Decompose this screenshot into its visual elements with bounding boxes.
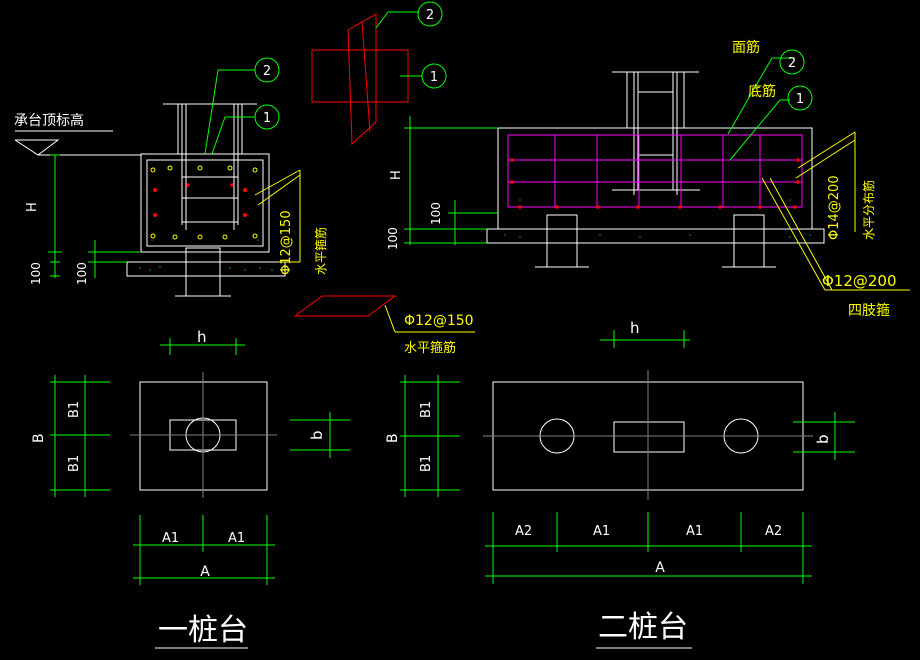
- double-plan-b1-top: B1: [419, 401, 434, 418]
- red-detail-callouts: [375, 1, 447, 89]
- distribution-rebar-label: 水平分布筋: [861, 180, 876, 240]
- face-rebar-label: 面筋: [732, 39, 760, 56]
- single-callout-1: 1: [263, 111, 271, 126]
- double-plan-dims: [400, 330, 855, 584]
- double-vertical-dims: [404, 116, 498, 245]
- double-pile-section: [486, 71, 825, 268]
- single-stirrup-label: 水平箍筋: [313, 227, 328, 275]
- single-callout-2: 2: [263, 64, 271, 79]
- pile-outline: [185, 247, 221, 297]
- four-leg-stirrup-label: 四肢箍: [848, 302, 890, 319]
- single-pile-section: [126, 103, 286, 297]
- double-plan-a: A: [655, 560, 665, 576]
- double-pile-right: [733, 214, 765, 268]
- double-pile-plan: [483, 370, 813, 500]
- single-pile-cap-title: 一桩台: [158, 613, 248, 648]
- double-callout-1: 1: [796, 92, 804, 107]
- double-rebar-dots: [510, 158, 800, 209]
- single-plan-b1-top: B1: [67, 401, 82, 418]
- double-plan-big-b: B: [385, 433, 401, 443]
- double-pile-hatch: [504, 199, 811, 238]
- single-stirrup-spec: Φ12@150: [279, 210, 294, 275]
- single-pile-hatch: [139, 239, 273, 271]
- double-h-label: H: [389, 170, 404, 180]
- double-plan-small-h: h: [630, 319, 640, 337]
- cap-top-elevation-label: 承台顶标高: [14, 112, 84, 129]
- double-plan-b1-bottom: B1: [419, 455, 434, 472]
- detail-stirrup-spec: Φ12@150: [404, 313, 474, 329]
- double-pile-left: [546, 214, 578, 268]
- double-plan-a2-right: A2: [765, 524, 782, 539]
- double-callout-2: 2: [788, 56, 796, 71]
- double-pile-cap-title: 二桩台: [598, 610, 688, 645]
- single-pile-plan: [130, 372, 277, 498]
- single-dim-100-a: 100: [29, 262, 43, 285]
- double-rebar-grid: [507, 134, 803, 208]
- single-plan-a1-right: A1: [228, 531, 245, 546]
- detail-callout-2: 2: [426, 8, 434, 23]
- single-plan-dims: [50, 338, 350, 585]
- single-plan-big-b: B: [31, 433, 47, 443]
- bottom-rebar-label: 底筋: [748, 83, 776, 100]
- single-dim-100-b: 100: [75, 262, 89, 285]
- double-plan-a1-left: A1: [593, 524, 610, 539]
- single-plan-small-h: h: [197, 328, 207, 346]
- double-plan-a1-right: A1: [686, 524, 703, 539]
- double-plan-a2-left: A2: [515, 524, 532, 539]
- single-pile-leaders: [254, 169, 301, 263]
- detail-callout-1: 1: [430, 70, 438, 85]
- double-leaders: [727, 49, 910, 291]
- double-dim-100-a: 100: [429, 202, 443, 225]
- four-leg-stirrup-spec: Φ12@200: [822, 272, 897, 290]
- single-pile-vertical-dims: [48, 154, 140, 278]
- single-pile-rebar-dots: [150, 165, 258, 240]
- single-callouts: [204, 57, 280, 155]
- single-plan-b1-bottom: B1: [67, 455, 82, 472]
- double-plan-small-b: b: [814, 434, 832, 444]
- single-plan-a1-left: A1: [162, 531, 179, 546]
- horizontal-stirrup-detail: [293, 295, 397, 317]
- single-plan-a: A: [200, 564, 210, 580]
- single-h-label: H: [25, 202, 40, 212]
- double-dim-100-b: 100: [386, 227, 400, 250]
- single-plan-small-b: b: [308, 430, 326, 440]
- distribution-rebar-spec: Φ14@200: [827, 175, 842, 240]
- detail-stirrup-label: 水平箍筋: [404, 340, 456, 356]
